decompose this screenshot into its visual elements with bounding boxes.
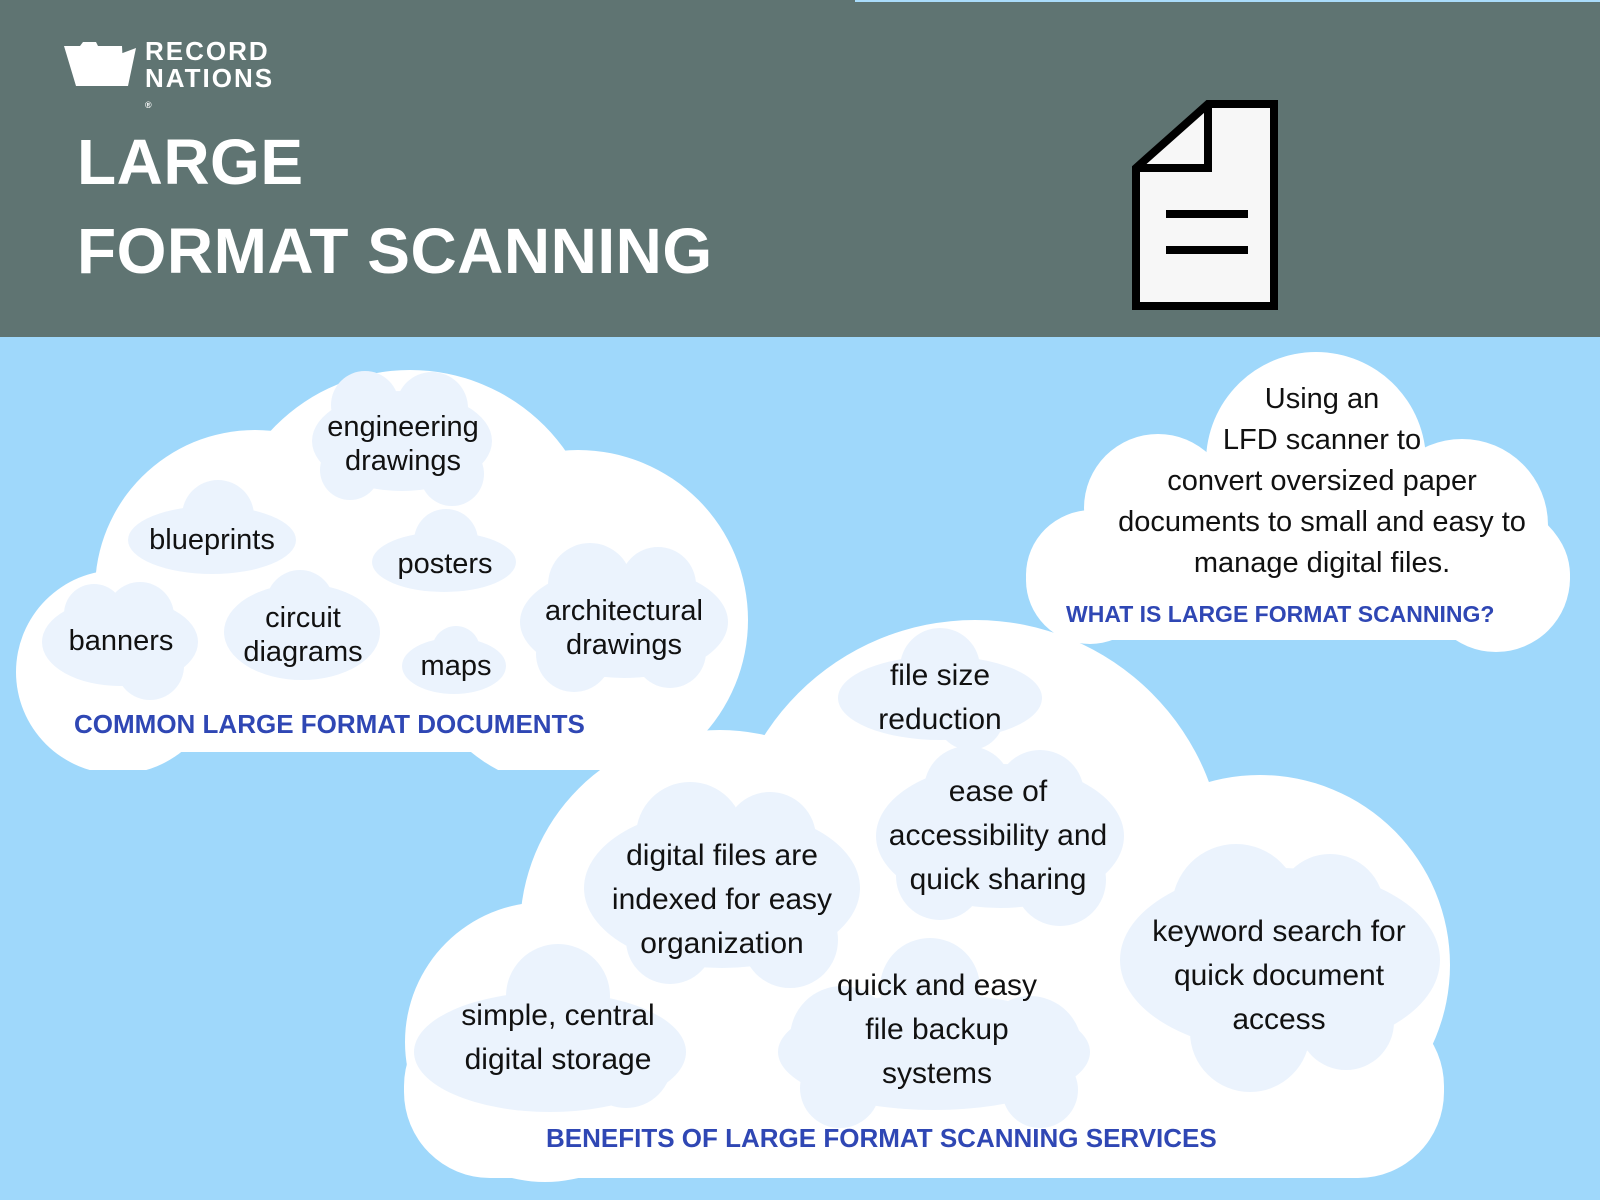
doc-item-architectural-drawings: architectural drawings — [545, 595, 703, 661]
doc-item-maps: maps — [420, 650, 492, 682]
document-icon — [1132, 100, 1278, 310]
doc-item-banners: banners — [68, 625, 174, 657]
benefit-keyword-search: keyword search for quick document access — [1152, 915, 1406, 1036]
what-is-cloud — [1026, 352, 1570, 652]
registered-mark: ® — [145, 100, 152, 110]
what-is-line-4: documents to small and easy to — [1118, 506, 1526, 538]
common-documents-cloud — [16, 370, 748, 770]
what-is-label: WHAT IS LARGE FORMAT SCANNING? — [1066, 601, 1495, 627]
doc-item-blueprints: blueprints — [149, 524, 275, 556]
brand-line-1: RECORD — [145, 36, 270, 66]
benefit-central-storage: simple, central digital storage — [461, 999, 655, 1076]
brand-name: RECORD NATIONS ® — [145, 38, 274, 119]
benefits-label: BENEFITS OF LARGE FORMAT SCANNING SERVIC… — [546, 1123, 1217, 1153]
what-is-line-3: convert oversized paper — [1167, 465, 1477, 497]
benefit-accessibility-sharing: ease of accessibility and quick sharing — [888, 775, 1108, 896]
what-is-line-5: manage digital files. — [1193, 547, 1451, 579]
header-top-line — [855, 0, 1600, 2]
brand-logo[interactable]: RECORD NATIONS ® — [62, 38, 282, 110]
benefit-backup-systems: quick and easy file backup systems — [836, 969, 1038, 1090]
folder-icon — [64, 42, 136, 86]
benefit-file-size-reduction: file size reduction — [878, 659, 1002, 736]
title-line-2: FORMAT SCANNING — [77, 215, 713, 287]
doc-item-circuit-diagrams: circuit diagrams — [243, 602, 363, 668]
benefit-indexed-files: digital files are indexed for easy organ… — [611, 839, 833, 960]
page-title: LARGE FORMAT SCANNING — [77, 118, 713, 296]
doc-item-engineering-drawings: engineering drawings — [327, 411, 479, 477]
brand-line-2: NATIONS — [145, 63, 275, 93]
what-is-line-2: LFD scanner to — [1222, 424, 1422, 456]
what-is-line-1: Using an — [1264, 383, 1380, 415]
doc-item-posters: posters — [397, 548, 493, 580]
title-line-1: LARGE — [77, 126, 304, 198]
what-is-description: Using an LFD scanner to convert oversize… — [1092, 379, 1552, 584]
common-documents-label: COMMON LARGE FORMAT DOCUMENTS — [74, 709, 585, 739]
header-banner: RECORD NATIONS ® LARGE FORMAT SCANNING — [0, 0, 1600, 337]
